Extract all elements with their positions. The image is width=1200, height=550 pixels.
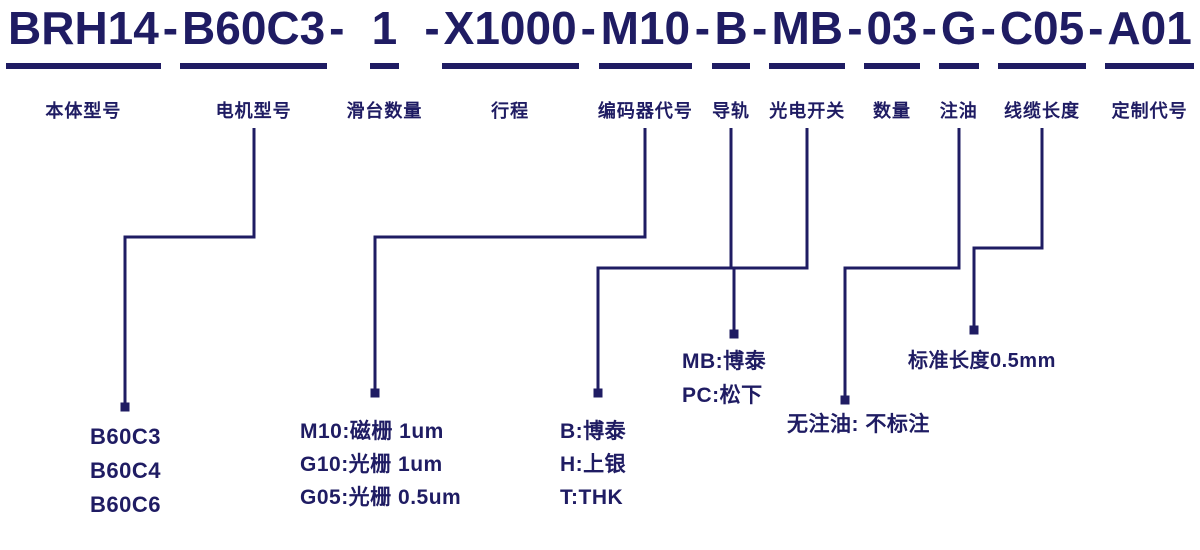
motor-option: B60C3 [90,424,161,449]
segment-label-quantity: 数量 [873,100,912,121]
segment-code-cable-length: C05 [997,2,1087,69]
segment-custom-code: A01 定制代号 [1105,2,1194,123]
switch-option: PC:松下 [682,384,763,407]
segment-label-body-model: 本体型号 [45,100,122,121]
segment-guide-rail: B 导轨 [712,2,750,123]
separator: - [694,2,711,54]
model-code-row: BRH14 本体型号 - B60C3 电机型号 - 1 滑台数量 - X1000… [6,2,1194,123]
separator: - [162,2,179,54]
segment-label-motor-model: 电机型号 [215,100,292,121]
switch-option: MB:博泰 [682,350,767,373]
segment-code-photo-switch: MB [769,2,846,69]
separator: - [921,2,937,54]
segment-cable-length: C05 线缆长度 [997,2,1087,123]
photo-switch-options: MB:博泰 PC:松下 [682,345,766,413]
segment-lubrication: G 注油 [938,2,979,123]
encoder-option: G05:光栅 0.5um [300,486,462,509]
segment-motor-model: B60C3 电机型号 [180,2,328,123]
segment-label-lubrication: 注油 [939,100,978,121]
segment-code-encoder-code: M10 [598,2,693,69]
motor-option: B60C4 [90,458,161,483]
segment-code-lubrication: G [938,2,979,69]
segment-code-stroke: X1000 [441,2,579,69]
segment-stroke: X1000 行程 [441,2,579,123]
separator: - [580,2,596,54]
cable-option: 标准长度0.5mm [908,350,1056,372]
segment-photo-switch: MB 光电开关 [769,2,846,123]
rail-option: H:上银 [560,453,627,476]
segment-slider-count: 1 滑台数量 [346,2,422,123]
segment-code-guide-rail: B [712,2,750,69]
segment-encoder-code: M10 编码器代号 [598,2,693,123]
cable-length-options: 标准长度0.5mm [908,345,1056,377]
segment-code-slider-count: 1 [369,2,400,69]
encoder-option: M10:磁栅 1um [300,420,444,443]
segment-quantity: 03 数量 [864,2,920,123]
rail-option: T:THK [560,486,624,509]
segment-code-body-model: BRH14 [6,2,161,69]
encoder-code-options: M10:磁栅 1um G10:光栅 1um G05:光栅 0.5um [300,415,461,514]
segment-label-custom-code: 定制代号 [1111,100,1188,121]
segment-code-custom-code: A01 [1105,2,1194,69]
segment-label-slider-count: 滑台数量 [346,100,423,121]
segment-code-quantity: 03 [864,2,920,69]
segment-label-cable-length: 线缆长度 [1004,100,1081,121]
motor-option: B60C6 [90,492,161,517]
segment-label-stroke: 行程 [491,100,530,121]
motor-model-options: B60C3 B60C4 B60C6 [90,420,161,522]
segment-label-encoder-code: 编码器代号 [597,100,693,121]
rail-option: B:博泰 [560,420,627,443]
oil-option: 无注油: 不标注 [787,413,930,436]
separator: - [752,2,768,54]
segment-label-guide-rail: 导轨 [712,100,751,121]
separator: - [424,2,440,54]
segment-body-model: BRH14 本体型号 [6,2,161,123]
separator: - [329,2,345,54]
guide-rail-options: B:博泰 H:上银 T:THK [560,415,626,514]
segment-code-motor-model: B60C3 [180,2,328,69]
separator: - [980,2,996,54]
lubrication-options: 无注油: 不标注 [787,408,930,441]
segment-label-photo-switch: 光电开关 [769,100,846,121]
encoder-option: G10:光栅 1um [300,453,443,476]
separator: - [847,2,863,54]
separator: - [1088,2,1104,54]
